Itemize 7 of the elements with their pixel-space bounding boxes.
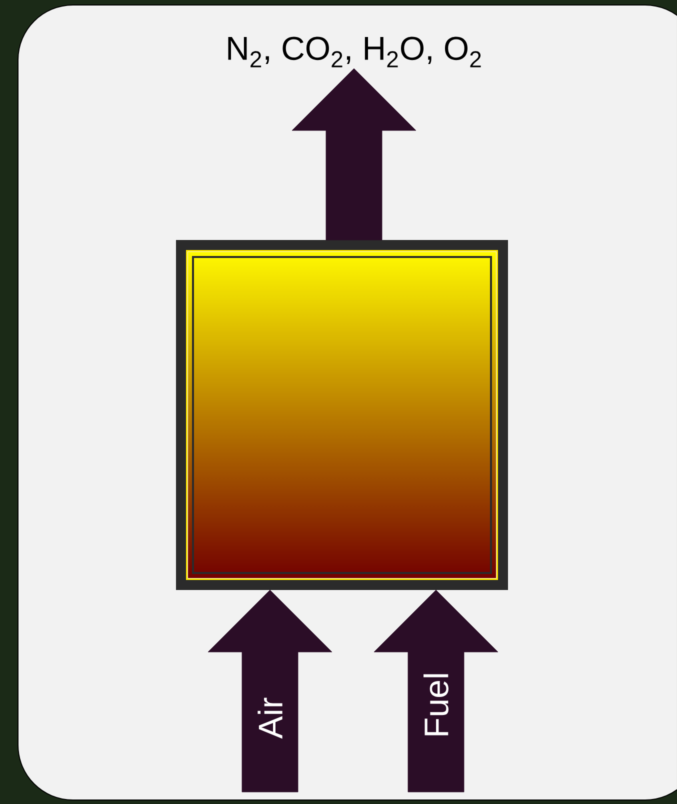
block-arrow <box>374 590 498 792</box>
product-label: N$_{2}$, CO$_{2}$, H$_{2}$O, O$_{2}$ <box>228 36 481 68</box>
furnace-box <box>176 240 508 590</box>
block-arrow <box>292 68 416 240</box>
block-arrow <box>208 590 332 792</box>
edge-label: Fuel <box>424 674 448 736</box>
edge-label: Air <box>258 698 282 739</box>
